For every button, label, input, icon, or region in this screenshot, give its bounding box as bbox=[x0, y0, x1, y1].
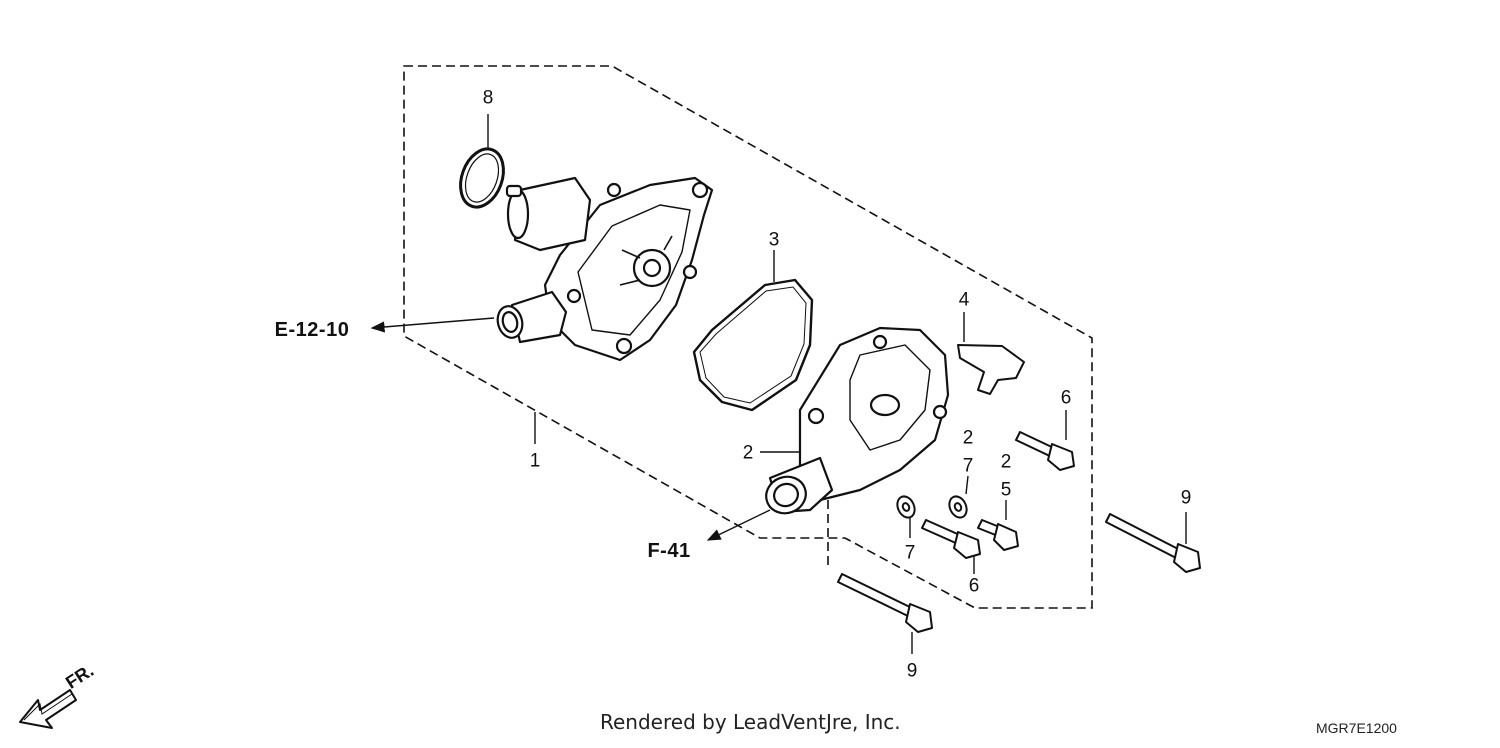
reference-e-12-10[interactable]: E-12-10 bbox=[274, 319, 350, 341]
callout-6-upper: 6 bbox=[1060, 387, 1072, 409]
callout-6-lower: 6 bbox=[968, 575, 980, 597]
callout-7-upper: 7 bbox=[962, 455, 974, 477]
front-direction-arrow bbox=[19, 689, 77, 729]
callout-8: 8 bbox=[482, 87, 494, 109]
callout-5: 5 bbox=[1000, 479, 1012, 501]
leader-lines bbox=[370, 114, 1187, 654]
callout-2-washer: 2 bbox=[962, 427, 974, 449]
washers bbox=[896, 495, 968, 519]
gasket-part bbox=[692, 278, 814, 412]
callout-1: 1 bbox=[529, 450, 541, 472]
callout-2-bolt: 2 bbox=[1000, 451, 1012, 473]
pump-cover-part bbox=[765, 326, 950, 515]
render-credit: Rendered by LeadVentJre, Inc. bbox=[600, 710, 901, 734]
callout-9-bottom: 9 bbox=[906, 660, 918, 682]
bolts bbox=[837, 431, 1201, 633]
assembly-boundary bbox=[403, 65, 1093, 609]
callout-7-lower: 7 bbox=[904, 542, 916, 564]
water-pump-part bbox=[496, 176, 714, 362]
diagram-code: MGR7E1200 bbox=[1316, 720, 1397, 736]
callout-3: 3 bbox=[768, 229, 780, 251]
reference-f-41[interactable]: F-41 bbox=[647, 540, 691, 562]
bracket-part bbox=[957, 344, 1025, 395]
callout-4: 4 bbox=[958, 289, 970, 311]
o-ring-part bbox=[459, 147, 505, 209]
callout-9-right: 9 bbox=[1180, 487, 1192, 509]
callout-2-cover: 2 bbox=[742, 442, 754, 464]
